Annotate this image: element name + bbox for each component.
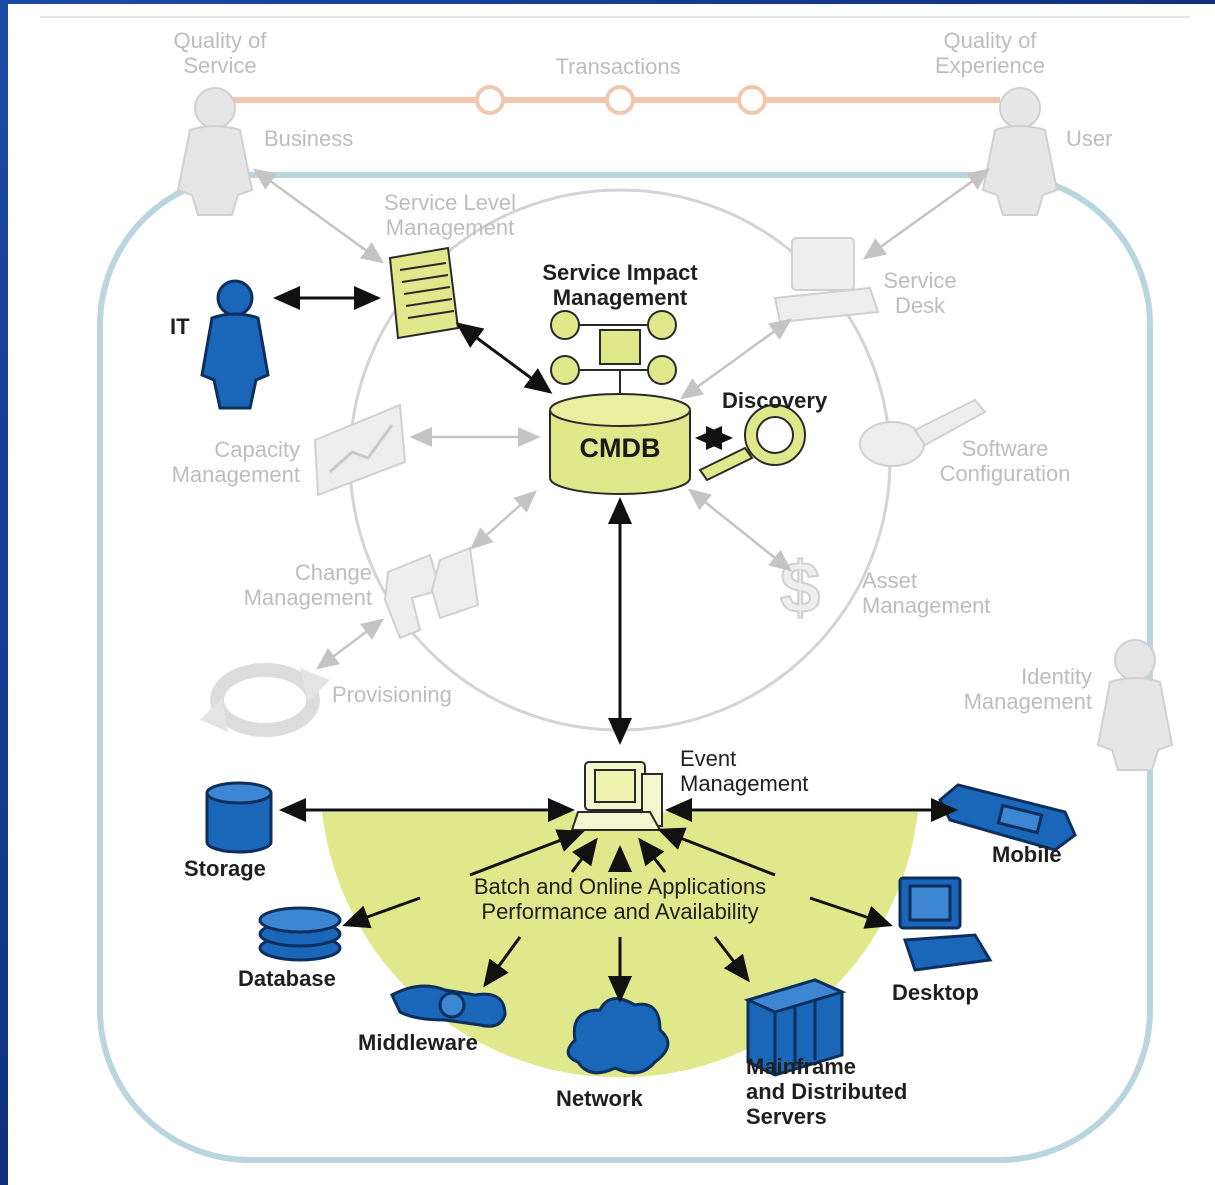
network-cloud-icon <box>566 997 670 1075</box>
identity-line-2: Management <box>963 689 1092 714</box>
mainframe-label: Mainframe and Distributed Servers <box>746 1054 907 1129</box>
mainframe-line-3: Servers <box>746 1104 827 1129</box>
service-desk-computer-icon <box>773 237 880 324</box>
mainframe-line-2: and Distributed <box>746 1079 908 1104</box>
database-label: Database <box>238 966 336 991</box>
service-impact-management-label: Service Impact Management <box>510 260 730 310</box>
identity-management-person-icon <box>1096 639 1174 771</box>
discovery-label: Discovery <box>722 388 828 413</box>
event-management-label: Event Management <box>680 746 808 796</box>
discovery-magnifier-icon <box>698 404 806 482</box>
asset-management-label: Asset Management <box>862 568 990 618</box>
event-line-2: Management <box>680 771 809 796</box>
mainframe-line-1: Mainframe <box>746 1054 857 1079</box>
network-label: Network <box>556 1086 643 1111</box>
user-person-icon <box>981 87 1059 216</box>
software-line-2: Configuration <box>939 461 1071 486</box>
event-line-1: Event <box>680 746 737 771</box>
asset-dollar-icon: $ <box>780 548 820 628</box>
software-line-1: Software <box>961 436 1049 461</box>
capacity-line-1: Capacity <box>214 437 300 462</box>
transactions-line <box>230 85 1000 115</box>
cmdb-label: CMDB <box>580 433 661 463</box>
service-impact-line-2: Management <box>552 285 688 310</box>
service-desk-label: Service Desk <box>860 268 980 318</box>
batch-line-1: Batch and Online Applications <box>473 874 767 899</box>
mainframe-server-icon <box>743 978 847 1077</box>
it-label: IT <box>170 314 190 339</box>
capacity-line-2: Management <box>171 462 300 487</box>
middleware-label: Middleware <box>358 1030 478 1055</box>
quality-of-service-label: Quality of Service <box>145 28 295 78</box>
identity-management-label: Identity Management <box>900 664 1092 714</box>
asset-line-2: Management <box>862 593 991 618</box>
capacity-management-label: Capacity Management <box>110 437 300 487</box>
change-arrows-icon <box>383 546 480 640</box>
transactions-label: Transactions <box>555 54 681 79</box>
storage-label: Storage <box>184 856 266 881</box>
change-line-1: Change <box>294 560 372 585</box>
user-label: User <box>1066 126 1113 151</box>
quality-of-experience-line-1: Quality of <box>943 28 1037 53</box>
black-connectors <box>273 286 958 1003</box>
service-impact-line-1: Service Impact <box>542 260 698 285</box>
service-level-line-1: Service Level <box>383 190 517 215</box>
provisioning-cycle-icon <box>200 663 330 737</box>
batch-online-label: Batch and Online Applications Performanc… <box>400 874 840 924</box>
business-label: Business <box>264 126 354 151</box>
mobile-phone-icon <box>938 783 1077 852</box>
asset-line-1: Asset <box>862 568 918 593</box>
mobile-label: Mobile <box>992 842 1062 867</box>
quality-of-experience-line-2: Experience <box>934 53 1046 78</box>
event-management-computer-icon <box>570 761 663 831</box>
cmdb-database-icon <box>549 393 691 495</box>
capacity-chart-icon <box>313 403 407 497</box>
service-level-management-label: Service Level Management <box>350 190 550 240</box>
header-divider <box>40 16 1190 18</box>
desktop-label: Desktop <box>892 980 979 1005</box>
change-management-label: Change Management <box>180 560 372 610</box>
service-level-document-icon <box>388 246 460 340</box>
desktop-computer-icon <box>898 876 993 972</box>
batch-line-2: Performance and Availability <box>481 899 759 924</box>
quality-of-experience-label: Quality of Experience <box>905 28 1075 78</box>
grey-connectors <box>252 168 991 670</box>
business-person-icon <box>176 87 254 216</box>
quality-of-service-line-1: Quality of <box>173 28 267 53</box>
service-desk-line-2: Desk <box>894 293 946 318</box>
middleware-pipe-icon <box>390 984 507 1028</box>
software-key-icon <box>859 398 987 467</box>
service-impact-network-icon <box>550 310 677 405</box>
change-line-2: Management <box>243 585 372 610</box>
database-disks-icon <box>258 906 342 962</box>
quality-of-service-line-2: Service <box>183 53 257 78</box>
service-desk-line-1: Service <box>883 268 957 293</box>
storage-cylinder-icon <box>205 781 273 854</box>
software-configuration-label: Software Configuration <box>910 436 1100 486</box>
it-person-icon <box>200 279 270 410</box>
service-level-line-2: Management <box>385 215 515 240</box>
identity-line-1: Identity <box>1021 664 1092 689</box>
provisioning-label: Provisioning <box>332 682 452 707</box>
